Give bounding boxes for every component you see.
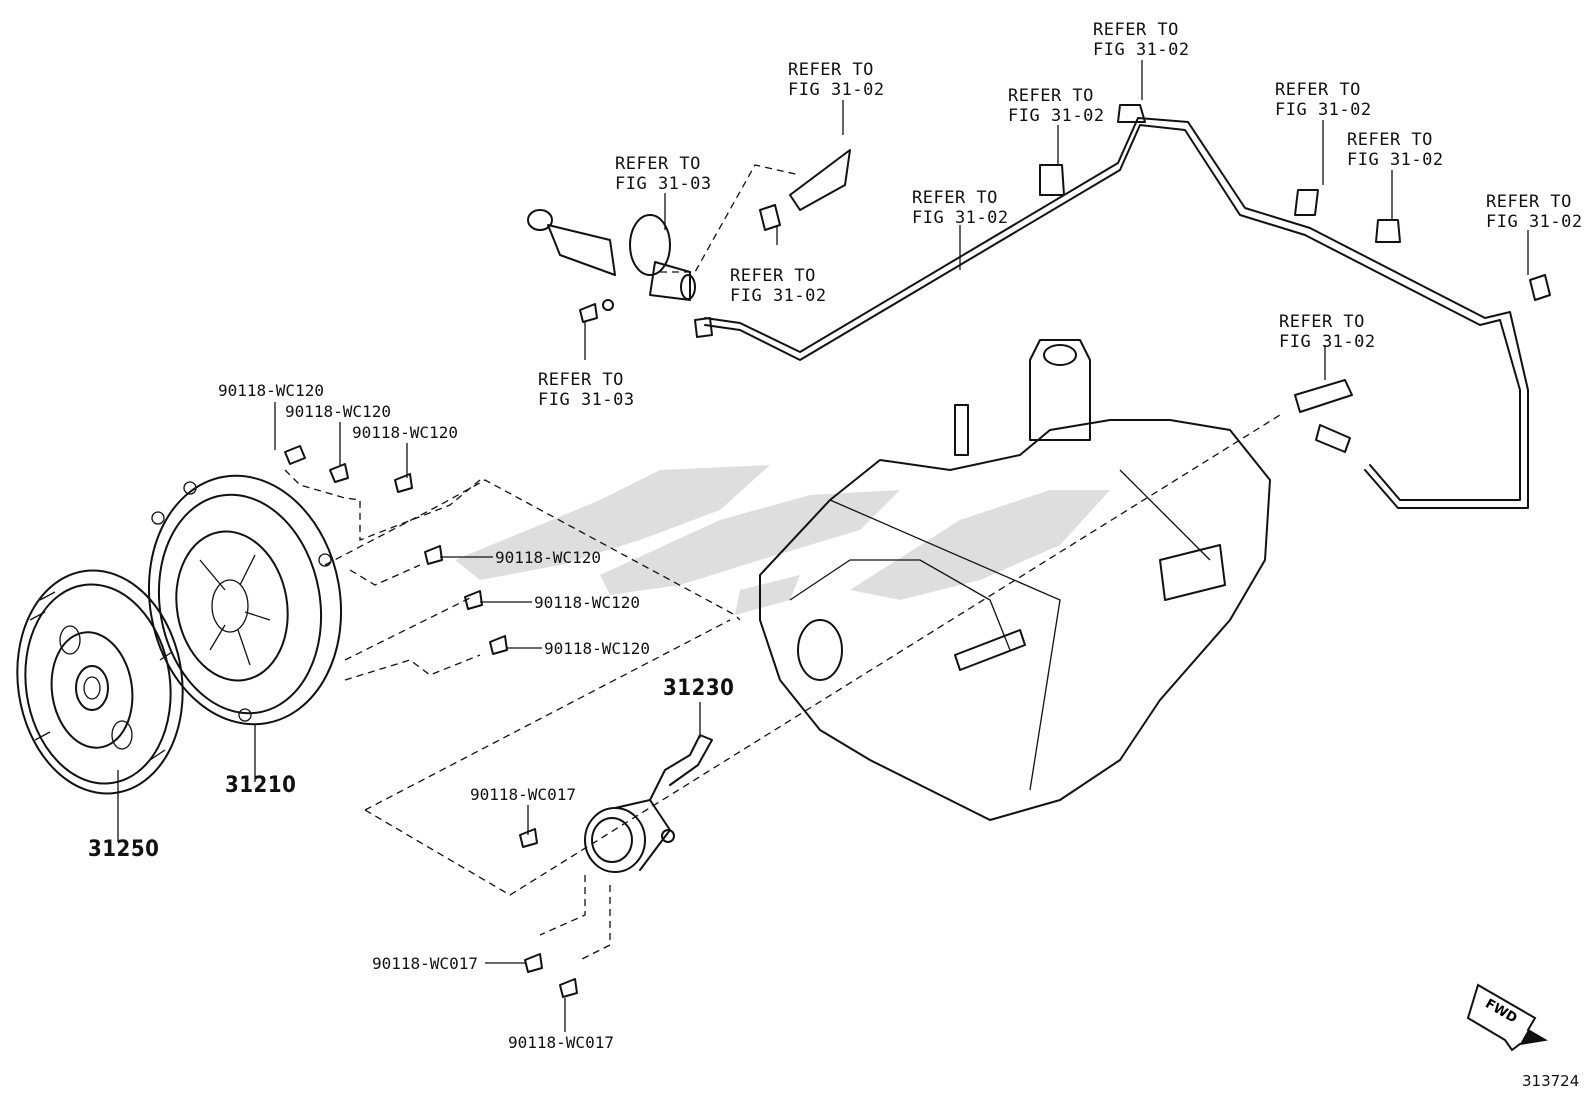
refer-label-clip-3: REFER TO FIG 31-02 <box>1275 80 1372 120</box>
clutch-line <box>694 117 1529 509</box>
refer-label-hose-clamp: REFER TO FIG 31-02 <box>730 266 827 306</box>
leader-lines <box>117 60 1529 1032</box>
clutch-disc <box>16 569 184 795</box>
refer-label-clip-2: REFER TO FIG 31-02 <box>1093 20 1190 60</box>
fwd-arrow-icon <box>1466 983 1548 1052</box>
refer-label-hose: REFER TO FIG 31-02 <box>788 60 885 100</box>
assembly-dashed-lines <box>284 164 1281 961</box>
line-clips <box>1039 104 1551 453</box>
refer-label-clip-1: REFER TO FIG 31-02 <box>1008 86 1105 126</box>
clutch-master-cylinder <box>527 209 696 311</box>
refer-label-master-bolt: REFER TO FIG 31-03 <box>538 370 635 410</box>
part-label-clutch-disc: 31250 <box>88 837 160 862</box>
bolt-label-2: 90118-WC120 <box>285 402 391 421</box>
refer-label-clip-4: REFER TO FIG 31-02 <box>1347 130 1444 170</box>
bolt-label-1: 90118-WC120 <box>218 381 324 400</box>
transmission-housing <box>759 339 1271 821</box>
part-label-clutch-cover: 31210 <box>225 773 297 798</box>
watermark-logo <box>455 465 1110 615</box>
refer-label-clip-5: REFER TO FIG 31-02 <box>1486 192 1583 232</box>
refer-label-master-cylinder: REFER TO FIG 31-03 <box>615 154 712 194</box>
release-cylinder <box>584 734 713 873</box>
bolt-label-4: 90118-WC120 <box>495 548 601 567</box>
bolt-label-8: 90118-WC017 <box>372 954 478 973</box>
bolt-label-9: 90118-WC017 <box>508 1033 614 1052</box>
bolt-label-7: 90118-WC017 <box>470 785 576 804</box>
refer-label-clutch-line: REFER TO FIG 31-02 <box>912 188 1009 228</box>
clutch-cover <box>147 474 343 726</box>
bolt-icons <box>284 303 598 998</box>
bolt-label-3: 90118-WC120 <box>352 423 458 442</box>
bolt-label-6: 90118-WC120 <box>544 639 650 658</box>
refer-label-union: REFER TO FIG 31-02 <box>1279 312 1376 352</box>
figure-number: 313724 <box>1522 1072 1580 1090</box>
reservoir-hose <box>759 149 851 231</box>
bolt-label-5: 90118-WC120 <box>534 593 640 612</box>
part-label-release-cylinder: 31230 <box>663 676 735 701</box>
